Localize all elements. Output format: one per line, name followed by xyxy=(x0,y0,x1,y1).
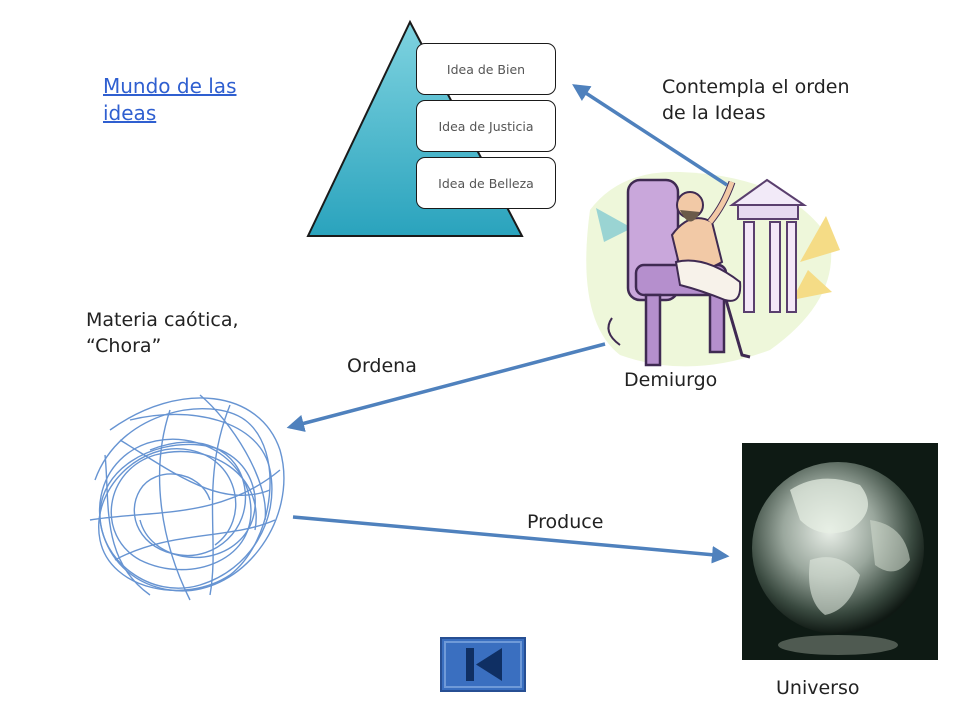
idea-de-belleza-label: Idea de Belleza xyxy=(438,175,534,191)
idea-de-belleza-box: Idea de Belleza xyxy=(416,157,556,209)
contempla-label: Contempla el orden de la Ideas xyxy=(662,76,850,124)
first-slide-icon xyxy=(440,637,526,692)
ordena-label: Ordena xyxy=(347,355,417,377)
globe-illustration xyxy=(742,443,938,660)
arrow-contempla xyxy=(572,84,728,187)
demiurgo-label: Demiurgo xyxy=(624,369,718,391)
produce-label: Produce xyxy=(527,511,604,533)
universo-label: Universo xyxy=(776,677,860,699)
arrow-ordena xyxy=(286,342,606,432)
first-slide-button[interactable] xyxy=(440,637,526,692)
idea-de-bien-box: Idea de Bien xyxy=(416,43,556,95)
demiurge-illustration xyxy=(586,171,840,367)
mundo-de-las-ideas-link[interactable]: Mundo de las ideas xyxy=(103,74,237,125)
arrow-produce xyxy=(292,515,730,564)
idea-de-justicia-label: Idea de Justicia xyxy=(438,118,534,134)
materia-caotica-label: Materia caótica, “Chora” xyxy=(86,309,239,357)
idea-de-bien-label: Idea de Bien xyxy=(446,61,526,77)
idea-de-justicia-box: Idea de Justicia xyxy=(416,100,556,152)
chaos-scribble xyxy=(89,394,285,601)
